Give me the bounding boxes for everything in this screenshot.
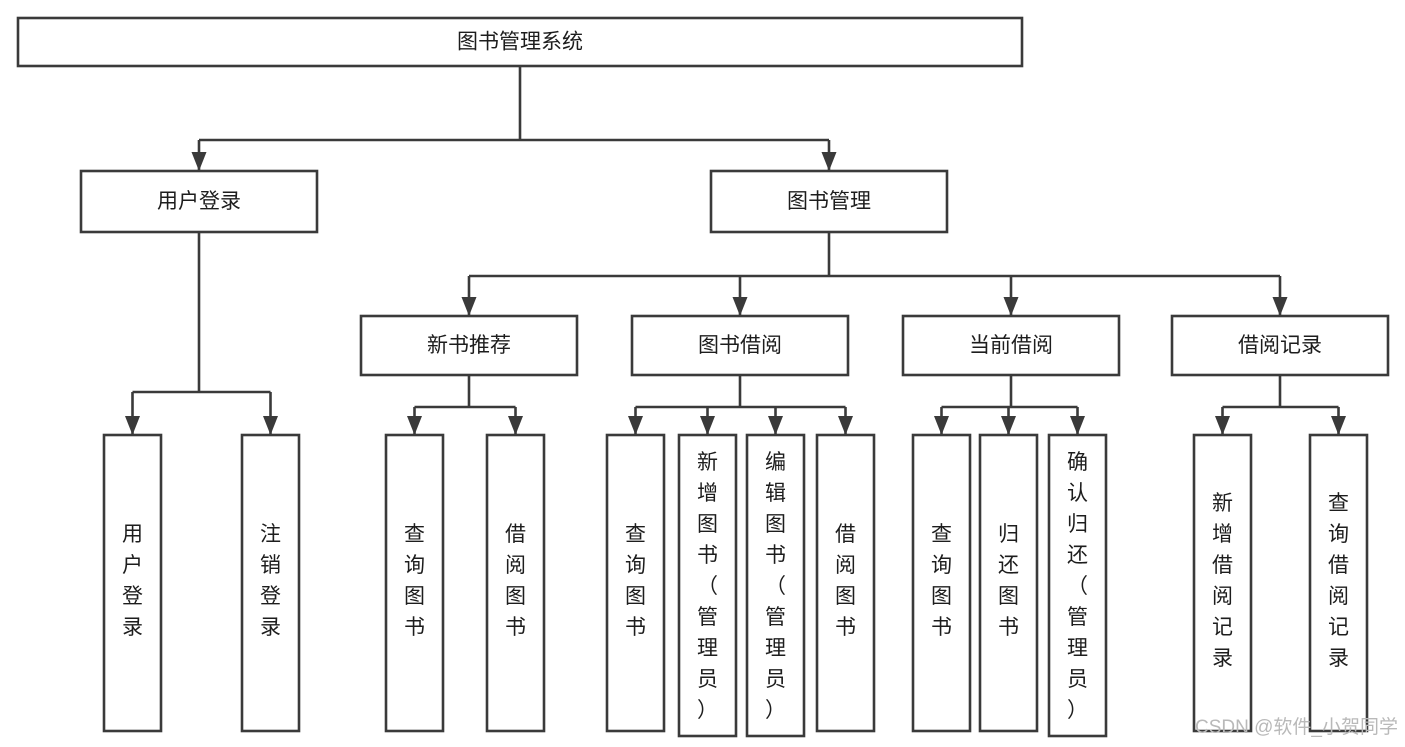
node-label-book-borrow: 图书借阅 [698, 334, 782, 357]
arrow-head-to-leaf-borrow-book-2 [838, 416, 853, 435]
node-box-book-manage[interactable] [709, 169, 949, 234]
node-label-leaf-borrow-book-1: 借阅图书 [505, 523, 526, 639]
node-root[interactable]: 图书管理系统 [16, 16, 1024, 68]
node-book-manage[interactable]: 图书管理 [709, 169, 949, 234]
node-leaf-logout[interactable]: 注销登录 [240, 433, 301, 733]
node-label-leaf-query-record: 查询借阅记录 [1328, 492, 1349, 670]
node-leaf-edit-book[interactable]: 编辑图书（管理员） [745, 433, 806, 738]
arrow-head-to-leaf-logout [263, 416, 278, 435]
node-box-current-borrow[interactable] [901, 314, 1121, 377]
node-leaf-query-book-1[interactable]: 查询图书 [384, 433, 445, 733]
arrow-head-to-leaf-query-book-2 [628, 416, 643, 435]
node-leaf-confirm-return[interactable]: 确认归还（管理员） [1047, 433, 1108, 738]
node-box-leaf-query-book-1[interactable] [384, 433, 445, 733]
node-box-leaf-user-login[interactable] [102, 433, 163, 733]
arrow-head-to-current-borrow [1003, 297, 1019, 316]
node-leaf-return-book[interactable]: 归还图书 [978, 433, 1039, 733]
node-box-borrow-record[interactable] [1170, 314, 1390, 377]
node-current-borrow[interactable]: 当前借阅 [901, 314, 1121, 377]
node-user-login[interactable]: 用户登录 [79, 169, 319, 234]
arrow-head-to-leaf-query-record [1331, 416, 1346, 435]
arrow-head-to-leaf-add-book [700, 416, 715, 435]
node-label-leaf-logout: 注销登录 [260, 523, 281, 639]
node-box-book-borrow[interactable] [630, 314, 850, 377]
node-box-leaf-query-book-2[interactable] [605, 433, 666, 733]
node-box-user-login[interactable] [79, 169, 319, 234]
node-box-leaf-query-record[interactable] [1308, 433, 1369, 733]
node-label-book-manage: 图书管理 [787, 190, 871, 213]
node-box-leaf-add-book[interactable] [677, 433, 738, 738]
arrow-head-to-leaf-query-book-1 [407, 416, 422, 435]
node-label-leaf-user-login: 用户登录 [122, 523, 143, 639]
node-label-leaf-add-record: 新增借阅记录 [1212, 492, 1233, 670]
arrow-head-to-leaf-borrow-book-1 [508, 416, 523, 435]
node-leaf-query-book-3[interactable]: 查询图书 [911, 433, 972, 733]
node-box-leaf-borrow-book-2[interactable] [815, 433, 876, 733]
node-label-leaf-query-book-1: 查询图书 [404, 523, 425, 639]
arrow-head-to-leaf-add-record [1215, 416, 1230, 435]
node-label-leaf-borrow-book-2: 借阅图书 [835, 523, 856, 639]
node-label-leaf-query-book-3: 查询图书 [931, 523, 952, 639]
node-leaf-add-book[interactable]: 新增图书（管理员） [677, 433, 738, 738]
arrow-head-to-user-login [191, 152, 207, 171]
arrow-head-to-leaf-edit-book [768, 416, 783, 435]
arrow-head-to-book-borrow [732, 297, 748, 316]
arrow-head-to-book-manage [821, 152, 837, 171]
node-label-new-book-recommend: 新书推荐 [427, 334, 511, 357]
node-box-leaf-return-book[interactable] [978, 433, 1039, 733]
arrow-head-to-leaf-return-book [1001, 416, 1016, 435]
node-new-book-recommend[interactable]: 新书推荐 [359, 314, 579, 377]
node-leaf-query-record[interactable]: 查询借阅记录 [1308, 433, 1369, 733]
node-box-leaf-confirm-return[interactable] [1047, 433, 1108, 738]
node-leaf-add-record[interactable]: 新增借阅记录 [1192, 433, 1253, 733]
node-leaf-user-login[interactable]: 用户登录 [102, 433, 163, 733]
node-book-borrow[interactable]: 图书借阅 [630, 314, 850, 377]
node-label-user-login: 用户登录 [157, 190, 241, 213]
node-leaf-borrow-book-1[interactable]: 借阅图书 [485, 433, 546, 733]
node-label-leaf-return-book: 归还图书 [998, 523, 1019, 639]
node-leaf-query-book-2[interactable]: 查询图书 [605, 433, 666, 733]
csdn-watermark: CSDN @软件_小贺同学 [1195, 716, 1398, 738]
node-label-borrow-record: 借阅记录 [1238, 334, 1322, 357]
arrow-head-to-new-book-recommend [461, 297, 477, 316]
node-box-root[interactable] [16, 16, 1024, 68]
node-label-leaf-edit-book: 编辑图书（管理员） [765, 451, 786, 722]
arrow-head-to-leaf-confirm-return [1070, 416, 1085, 435]
node-label-leaf-add-book: 新增图书（管理员） [697, 451, 718, 722]
arrow-head-to-leaf-query-book-3 [934, 416, 949, 435]
node-box-new-book-recommend[interactable] [359, 314, 579, 377]
connector-lines [125, 66, 1346, 435]
node-label-root: 图书管理系统 [457, 31, 583, 54]
node-leaf-borrow-book-2[interactable]: 借阅图书 [815, 433, 876, 733]
arrow-head-to-leaf-user-login [125, 416, 140, 435]
node-label-leaf-confirm-return: 确认归还（管理员） [1067, 451, 1088, 722]
node-borrow-record[interactable]: 借阅记录 [1170, 314, 1390, 377]
node-box-leaf-add-record[interactable] [1192, 433, 1253, 733]
node-label-leaf-query-book-2: 查询图书 [625, 523, 646, 639]
node-box-leaf-query-book-3[interactable] [911, 433, 972, 733]
node-box-leaf-logout[interactable] [240, 433, 301, 733]
arrow-head-to-borrow-record [1272, 297, 1288, 316]
node-boxes: 图书管理系统用户登录图书管理新书推荐图书借阅当前借阅借阅记录用户登录注销登录查询… [16, 16, 1390, 738]
node-box-leaf-edit-book[interactable] [745, 433, 806, 738]
node-box-leaf-borrow-book-1[interactable] [485, 433, 546, 733]
node-label-current-borrow: 当前借阅 [969, 334, 1053, 357]
